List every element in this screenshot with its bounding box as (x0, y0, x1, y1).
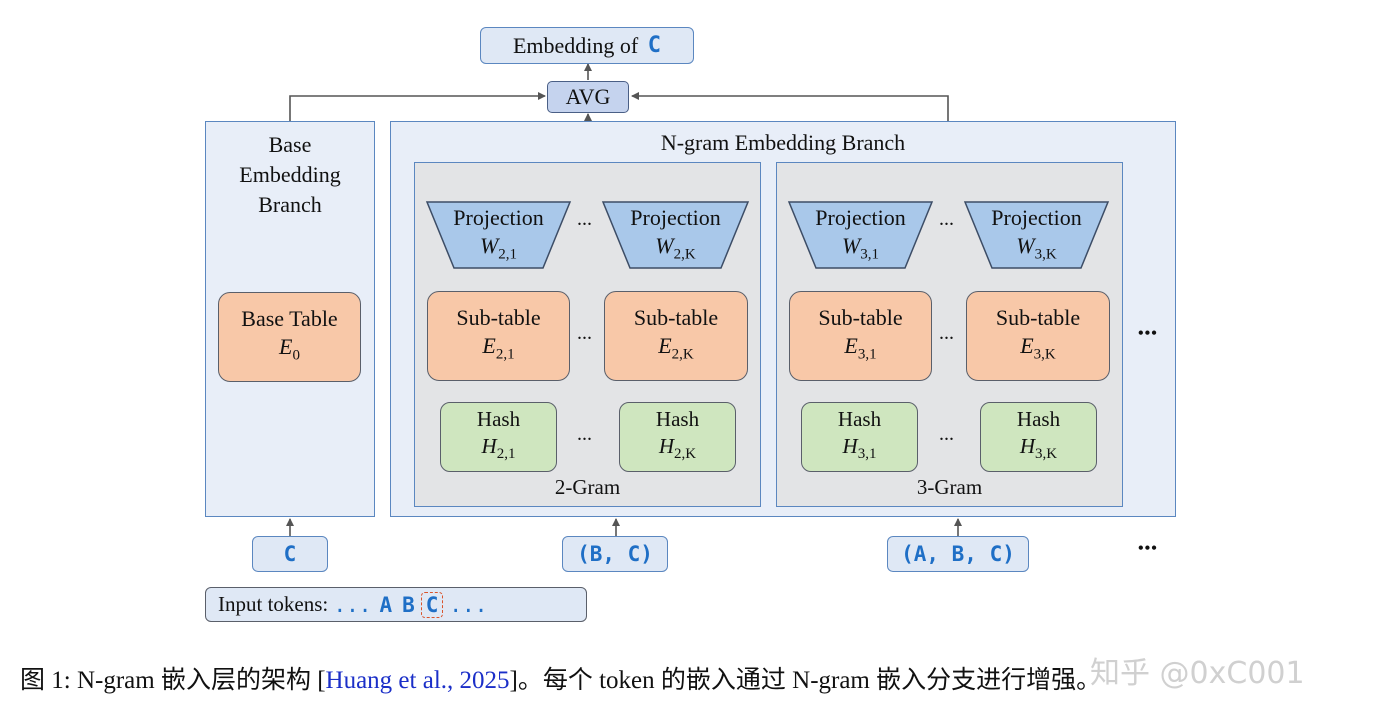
caption-suffix: ]。每个 token 的嵌入通过 N-gram 嵌入分支进行增强。 (509, 667, 1102, 694)
hash-box: Hash H3,K (980, 402, 1097, 472)
input-tokens-label: Input tokens: (218, 592, 334, 616)
base-table-box: Base Table E0 (218, 292, 361, 382)
input-token: A (379, 592, 393, 617)
base-branch-title-line: Branch (258, 192, 322, 217)
more-grams-ellipsis: ••• (1138, 325, 1158, 342)
hash-box: Hash H2,1 (440, 402, 557, 472)
caption-citation-link[interactable]: Huang et al., 2025 (325, 667, 510, 694)
projection-trapezoid (787, 201, 934, 269)
figure-caption: 图 1: N-gram 嵌入层的架构 [Huang et al., 2025]。… (20, 660, 1101, 696)
ellipsis: ... (939, 423, 954, 445)
input-base-token: C (252, 536, 328, 572)
avg-box: AVG (547, 81, 629, 113)
projection-trapezoid (601, 201, 750, 269)
input-trigram-token: (A, B, C) (887, 536, 1029, 572)
subtable-box: Sub-table E2,1 (427, 291, 570, 381)
output-prefix: Embedding of (512, 32, 644, 58)
projection-label: Projection W2,1 (453, 205, 544, 263)
hash-box: Hash H2,K (619, 402, 736, 472)
output-embedding-box: Embedding of C (480, 27, 694, 64)
projection-label: Projection W2,K (630, 205, 721, 263)
ellipsis: ... (577, 208, 592, 230)
base-table-symbol: E0 (279, 333, 300, 364)
input-tokens-bar: Input tokens: ... A B C ... (205, 587, 587, 622)
base-branch-title: Base Embedding Branch (205, 130, 375, 220)
input-tokens-trail: ... (449, 592, 488, 617)
input-bigram-token: (B, C) (562, 536, 668, 572)
caption-prefix: 图 1: N-gram 嵌入层的架构 [ (20, 667, 326, 694)
projection-label: Projection W3,1 (815, 205, 906, 263)
base-table-label: Base Table (241, 305, 338, 331)
ellipsis: ... (577, 423, 592, 445)
gram-label-2: 2-Gram (554, 475, 621, 499)
projection-trapezoid (425, 201, 572, 269)
base-branch-title-line: Base (268, 132, 312, 157)
subtable-box: Sub-table E3,K (966, 291, 1110, 381)
subtable-box: Sub-table E2,K (604, 291, 748, 381)
output-token: C (647, 33, 661, 58)
base-branch-title-line: Embedding (239, 162, 341, 187)
gram-label-3: 3-Gram (916, 475, 983, 499)
hash-box: Hash H3,1 (801, 402, 918, 472)
input-token: B (402, 592, 415, 617)
ellipsis: ... (939, 322, 954, 344)
input-token-current: C (420, 591, 444, 618)
projection-trapezoid (963, 201, 1110, 269)
ngram-branch-title: N-gram Embedding Branch (660, 130, 906, 155)
input-tokens-lead: ... (333, 592, 372, 617)
avg-label: AVG (565, 84, 611, 109)
ellipsis: ... (577, 322, 592, 344)
subtable-box: Sub-table E3,1 (789, 291, 932, 381)
ellipsis: ... (939, 208, 954, 230)
more-inputs-ellipsis: ••• (1138, 540, 1158, 557)
watermark: 知乎 @0xC001 (1090, 656, 1305, 691)
projection-label: Projection W3,K (991, 205, 1082, 263)
